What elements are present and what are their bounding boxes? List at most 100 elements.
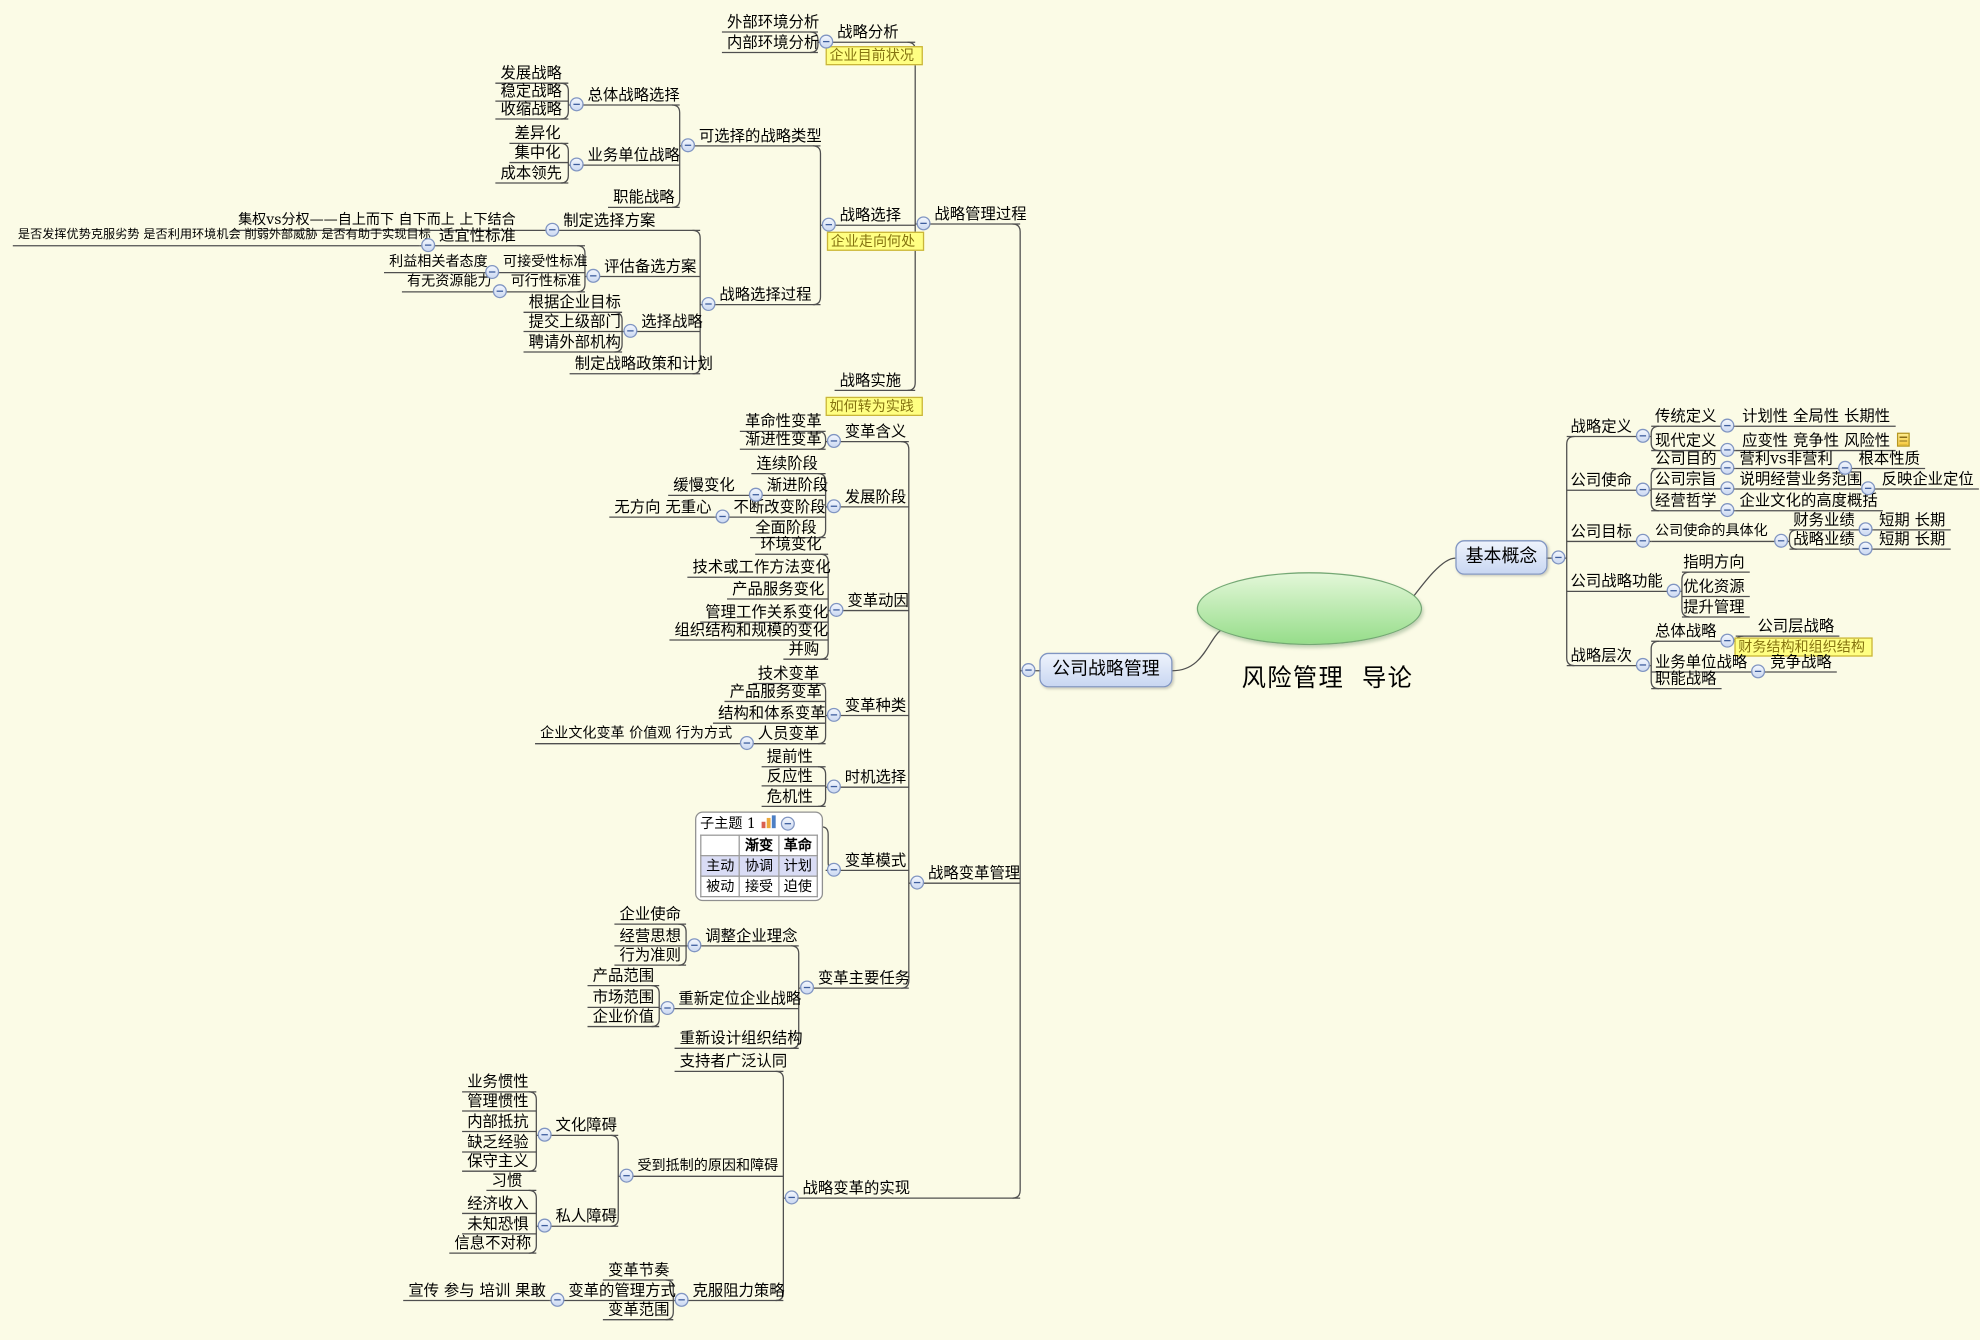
collapse-icon[interactable]	[1720, 460, 1735, 475]
collapse-icon[interactable]	[687, 938, 702, 953]
topic[interactable]: 公司宗旨	[1655, 470, 1716, 489]
collapse-icon[interactable]	[1858, 522, 1873, 537]
collapse-icon[interactable]	[715, 509, 730, 524]
topic[interactable]: 说明经营业务范围	[1740, 470, 1863, 489]
collapse-icon[interactable]	[1720, 418, 1735, 433]
topic[interactable]: 产品范围	[593, 966, 654, 985]
topic[interactable]: 公司目标	[1571, 522, 1632, 541]
collapse-icon[interactable]	[910, 875, 925, 890]
collapse-icon[interactable]	[1635, 482, 1650, 497]
topic[interactable]: 经营思想	[620, 927, 681, 946]
topic[interactable]: 业务单位战略	[588, 146, 680, 165]
collapse-icon[interactable]	[829, 602, 844, 617]
topic[interactable]: 连续阶段	[756, 454, 817, 473]
topic[interactable]: 评估备选方案	[604, 257, 696, 276]
topic[interactable]: 可选择的战略类型	[699, 127, 822, 146]
topic[interactable]: 变革的管理方式	[568, 1281, 676, 1300]
collapse-icon[interactable]	[586, 268, 601, 283]
topic[interactable]: 根据企业目标	[529, 293, 621, 312]
topic[interactable]: 企业价值	[593, 1007, 654, 1026]
topic[interactable]: 制定战略政策和计划	[575, 355, 713, 374]
topic[interactable]: 聘请外部机构	[529, 333, 621, 352]
collapse-icon[interactable]	[619, 1168, 634, 1183]
topic[interactable]: 总体战略	[1655, 622, 1716, 641]
topic[interactable]: 技术变革	[758, 664, 819, 683]
topic[interactable]: 变革含义	[845, 422, 906, 441]
topic[interactable]: 重新设计组织结构	[680, 1029, 803, 1048]
topic[interactable]: 产品服务变化	[732, 580, 824, 599]
topic[interactable]: 环境变化	[760, 535, 821, 554]
topic[interactable]: 管理工作关系变化	[705, 603, 828, 622]
collapse-icon[interactable]	[1774, 533, 1789, 548]
topic[interactable]: 外部环境分析	[727, 13, 819, 32]
topic[interactable]: 人员变革	[758, 724, 819, 743]
topic[interactable]: 重新定位企业战略	[678, 989, 801, 1008]
topic[interactable]: 可接受性标准	[503, 253, 587, 272]
topic[interactable]: 是否发挥优势克服劣势 是否利用环境机会 削弱外部威胁 是否有助于实现目标	[18, 227, 431, 246]
topic[interactable]: 收缩战略	[500, 100, 561, 119]
topic[interactable]: 战略定义	[1571, 417, 1632, 436]
topic[interactable]: 克服阻力策略	[692, 1281, 784, 1300]
topic[interactable]: 变革节奏	[608, 1261, 669, 1280]
topic[interactable]: 传统定义	[1655, 407, 1716, 426]
topic[interactable]: 营利vs非营利	[1740, 449, 1835, 468]
topic[interactable]: 反映企业定位	[1882, 470, 1974, 489]
collapse-icon[interactable]	[623, 323, 638, 338]
topic[interactable]: 受到抵制的原因和障碍	[637, 1157, 780, 1176]
topic[interactable]: 差异化	[515, 124, 561, 143]
topic[interactable]: 战略管理过程	[934, 205, 1057, 224]
collapse-icon[interactable]	[421, 238, 436, 253]
topic[interactable]: 集权vs分权——自上而下 自下而上 上下结合	[238, 211, 543, 230]
topic[interactable]: 战略选择	[840, 206, 901, 225]
collapse-icon[interactable]	[739, 736, 754, 751]
topic[interactable]: 组织结构和规模的变化	[675, 621, 829, 640]
topic[interactable]: 经营哲学	[1655, 492, 1716, 511]
topic[interactable]: 信息不对称	[454, 1234, 531, 1253]
main-topic[interactable]: 公司战略管理	[1039, 652, 1173, 688]
collapse-icon[interactable]	[537, 1127, 552, 1142]
collapse-icon[interactable]	[1635, 428, 1650, 443]
topic[interactable]: 可行性标准	[511, 273, 583, 292]
topic[interactable]: 短期 长期	[1879, 511, 1946, 530]
topic[interactable]: 提前性	[767, 748, 813, 767]
topic[interactable]: 文化障碍	[556, 1116, 617, 1135]
collapse-icon[interactable]	[826, 499, 841, 514]
topic[interactable]: 反应性	[767, 767, 813, 786]
topic[interactable]: 变革动因	[847, 591, 908, 610]
topic[interactable]: 战略实施	[840, 371, 901, 390]
topic[interactable]: 计划性 全局性 长期性	[1742, 407, 1890, 426]
collapse-icon[interactable]	[826, 779, 841, 794]
topic[interactable]: 变革范围	[608, 1300, 669, 1319]
collapse-icon[interactable]	[680, 138, 696, 153]
topic[interactable]: 稳定战略	[500, 82, 561, 101]
topic[interactable]: 产品服务变革	[730, 682, 822, 701]
topic[interactable]: 战略变革的实现	[803, 1179, 911, 1198]
topic[interactable]: 根本性质	[1859, 449, 1920, 468]
topic[interactable]: 内部环境分析	[727, 33, 819, 52]
topic[interactable]: 结构和体系变革	[718, 704, 826, 723]
collapse-icon[interactable]	[492, 284, 507, 299]
collapse-icon[interactable]	[784, 1190, 799, 1205]
topic[interactable]: 管理惯性	[467, 1092, 528, 1111]
central-topic[interactable]: 风险管理 导论	[1196, 572, 1423, 692]
topic[interactable]: 渐进性变革	[745, 430, 822, 449]
topic[interactable]: 发展阶段	[845, 488, 906, 507]
collapse-icon[interactable]	[826, 433, 841, 448]
topic[interactable]: 竞争战略	[1770, 653, 1831, 672]
topic[interactable]: 未知恐惧	[467, 1215, 528, 1234]
collapse-icon[interactable]	[1861, 481, 1876, 496]
topic[interactable]: 财务业绩	[1793, 511, 1854, 530]
collapse-icon[interactable]	[1666, 583, 1681, 598]
topic[interactable]: 企业文化变革 价值观 行为方式	[540, 724, 735, 743]
topic[interactable]: 战略选择过程	[719, 285, 811, 304]
topic[interactable]: 危机性	[767, 787, 813, 806]
topic[interactable]: 革命性变革	[745, 412, 822, 431]
collapse-icon[interactable]	[1858, 541, 1873, 556]
collapse-icon[interactable]	[1720, 442, 1735, 457]
topic[interactable]: 战略分析	[837, 23, 898, 42]
topic[interactable]: 企业文化的高度概括	[1740, 492, 1878, 511]
collapse-icon[interactable]	[826, 707, 841, 722]
topic[interactable]: 经济收入	[467, 1194, 528, 1213]
collapse-icon[interactable]	[537, 1218, 552, 1233]
